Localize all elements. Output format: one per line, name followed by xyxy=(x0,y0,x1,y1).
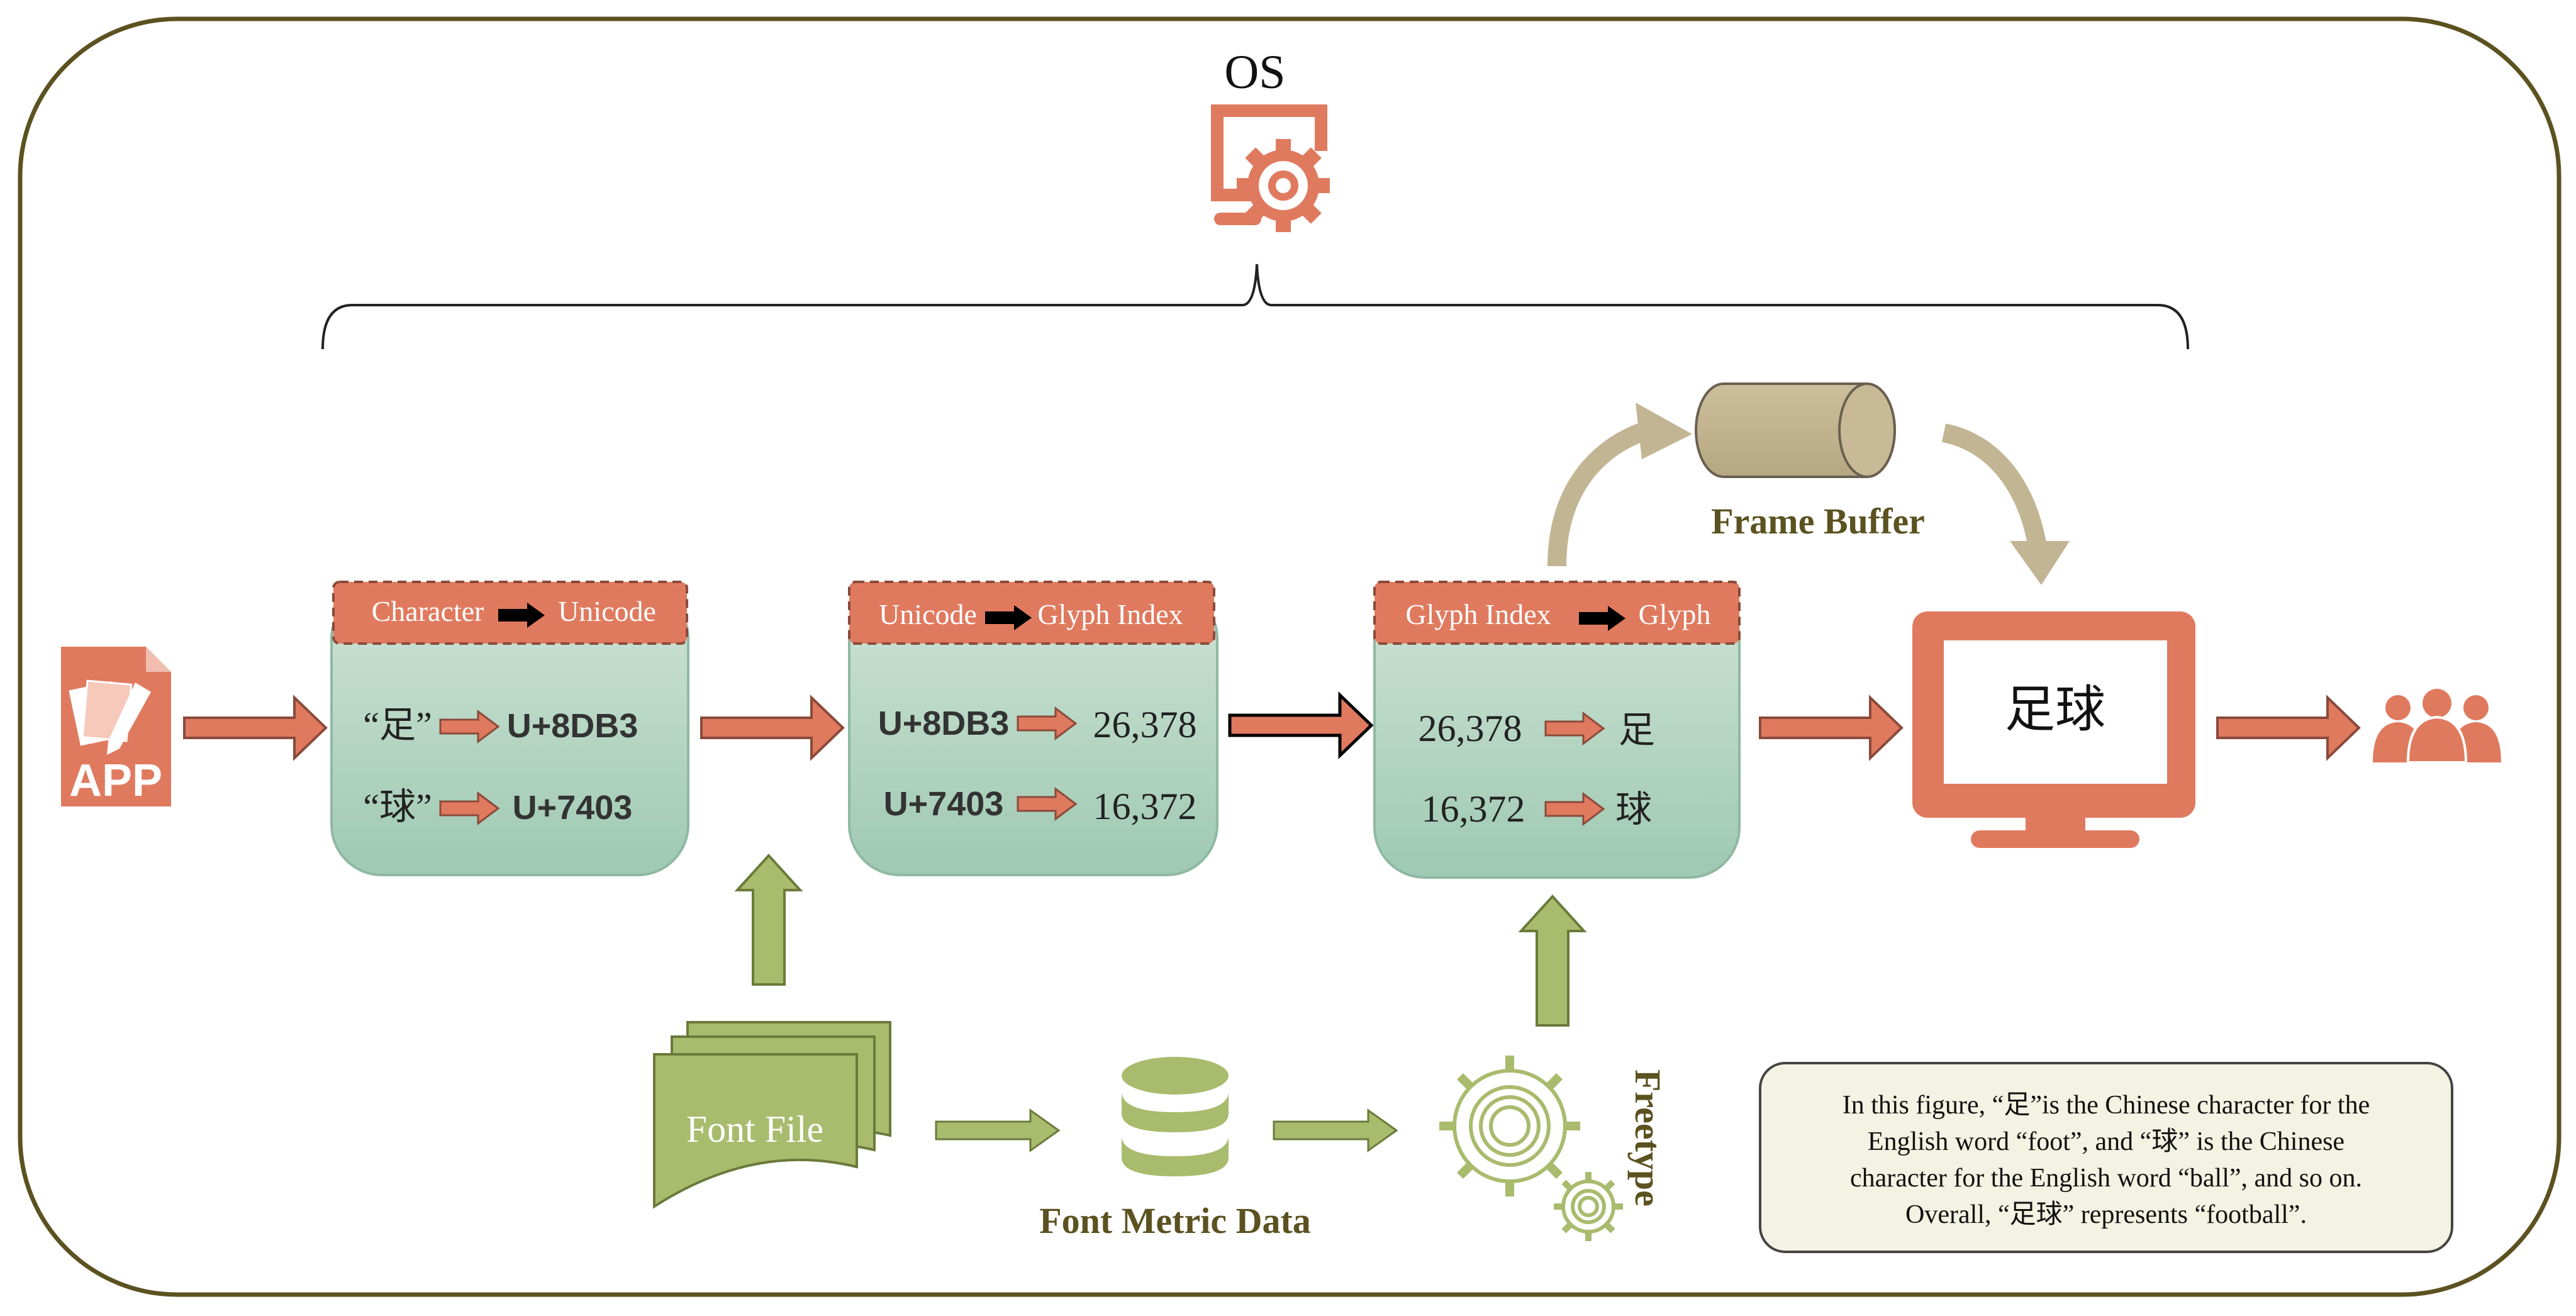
arrow-freetype-to-stage3 xyxy=(1520,895,1585,1027)
arrow-framebuffer-to-display xyxy=(1941,423,2070,585)
arrow-glyph-to-framebuffer xyxy=(1547,403,1692,567)
database-icon xyxy=(1122,1057,1229,1176)
arrow-app-to-stage1 xyxy=(183,696,327,759)
stage1-header-right: Unicode xyxy=(558,595,656,627)
stage1-row1-right: U+8DB3 xyxy=(507,707,638,745)
stage2-row1-right: 26,378 xyxy=(1093,704,1197,745)
stage3-header-left: Glyph Index xyxy=(1405,598,1551,630)
stage2-row1-left: U+8DB3 xyxy=(878,705,1010,742)
stage-unicode-to-glyph-index: Unicode Glyph Index U+8DB3 26,378 U+7403… xyxy=(848,581,1218,876)
stage3-header-right: Glyph xyxy=(1639,598,1711,630)
app-label: APP xyxy=(69,756,162,806)
outer-frame xyxy=(18,16,2562,1297)
display-monitor: 足球 xyxy=(1912,611,2195,848)
os-brace xyxy=(321,264,2189,350)
note-line-3: character for the English word “ball”, a… xyxy=(1850,1164,2362,1193)
stage1-header-left: Character xyxy=(372,595,484,627)
font-file: Font File xyxy=(653,1021,891,1209)
stage-character-to-unicode: Character Unicode “足” U+8DB3 “球” U+7403 xyxy=(330,581,689,876)
arrow-fontfile-to-metric xyxy=(935,1109,1060,1152)
display-screen xyxy=(1944,640,2167,784)
arrow-metric-to-freetype xyxy=(1273,1109,1398,1152)
stage3-row2-glyph: 球 xyxy=(1615,789,1652,830)
arrow-fontfile-to-stage1 xyxy=(736,854,801,986)
note-box: In this figure, “足”is the Chinese charac… xyxy=(1759,1062,2453,1253)
gears-icon xyxy=(1439,1056,1623,1241)
note-line-1: In this figure, “足”is the Chinese charac… xyxy=(1843,1091,2370,1120)
stage3-row1-left: 26,378 xyxy=(1419,708,1522,749)
frame-buffer: Frame Buffer xyxy=(1695,382,1925,542)
stage2-header-right: Glyph Index xyxy=(1037,598,1183,630)
frame-buffer-label: Frame Buffer xyxy=(1711,501,1925,542)
monitor-gear-icon xyxy=(1211,104,1330,232)
arrow-stage3-to-display xyxy=(1759,696,1903,759)
app-document-icon: APP xyxy=(61,647,171,806)
os-label: OS xyxy=(1224,46,1285,99)
stage1-row2-right: U+7403 xyxy=(513,789,633,827)
font-metric-label: Font Metric Data xyxy=(1039,1200,1311,1241)
note-line-4: Overall, “足球” represents “football”. xyxy=(1905,1200,2307,1229)
stage2-header-left: Unicode xyxy=(879,598,977,630)
stage1-row2-left: “球” xyxy=(363,786,432,827)
font-file-label: Font File xyxy=(686,1108,823,1150)
stage3-row2-right: 足 xyxy=(1619,710,1655,750)
arrow-stage2-to-stage3 xyxy=(1228,691,1374,759)
note-line-2: English word “foot”, and “球” is the Chin… xyxy=(1868,1127,2345,1156)
arrow-stage1-to-stage2 xyxy=(700,696,844,759)
stage3-row2-left: 16,372 xyxy=(1422,788,1525,830)
stage-glyph-index-to-glyph: Glyph Index Glyph 26,378 足 16,372 球 xyxy=(1373,581,1741,879)
arrow-display-to-users xyxy=(2216,696,2360,759)
users-group-icon xyxy=(2373,689,2501,764)
stage2-row2-left: U+7403 xyxy=(884,785,1004,823)
stage2-row2-right: 16,372 xyxy=(1093,786,1197,827)
display-text: 足球 xyxy=(2005,681,2105,737)
freetype-label: Freetype xyxy=(1627,1069,1668,1207)
stage1-row1-left: “足” xyxy=(363,705,432,745)
